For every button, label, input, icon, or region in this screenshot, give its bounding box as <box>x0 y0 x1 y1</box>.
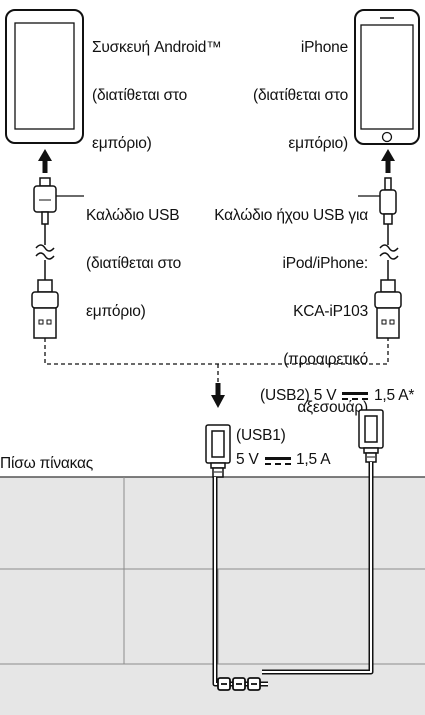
android-phone-icon <box>5 9 84 144</box>
arrow-up-icon <box>381 149 395 173</box>
usb-cable-line1: Καλώδιο USB <box>86 207 180 224</box>
android-device-label: Συσκευή Android™ (διατίθεται στο εμπόριο… <box>92 12 262 180</box>
usb-audio-line5: αξεσουάρ) <box>297 399 368 416</box>
usb-cable-line2: (διατίθεται στο <box>86 255 181 272</box>
usb-audio-line1: Καλώδιο ήχου USB για <box>214 207 368 224</box>
usb-cable-label: Καλώδιο USB (διατίθεται στο εμπόριο) <box>86 180 216 348</box>
iphone-device-label: iPhone (διατίθεται στο εμπόριο) <box>200 12 348 180</box>
connector-block-icon <box>217 677 261 691</box>
usb-a-connector-icon <box>374 279 402 339</box>
android-label-line2: (διατίθεται στο <box>92 87 187 104</box>
cable-break-icon <box>35 224 55 280</box>
dashed-bracket <box>44 338 389 383</box>
android-label-line1: Συσκευή Android™ <box>92 39 222 56</box>
usb-cable-line3: εμπόριο) <box>86 303 146 320</box>
usb1-volt-label: 5 V <box>236 451 259 468</box>
usb2-port-name: (USB2) 5 V <box>260 387 337 404</box>
iphone-icon <box>354 9 420 145</box>
iphone-label-line1: iPhone <box>300 39 348 56</box>
iphone-label-line3: εμπόριο) <box>288 135 348 152</box>
android-label-line3: εμπόριο) <box>92 135 152 152</box>
rear-panel-label: Πίσω πίνακας <box>0 455 94 472</box>
cable-break-icon <box>379 224 399 280</box>
usb2-port-icon <box>358 409 384 463</box>
micro-usb-connector-icon <box>33 177 57 225</box>
usb-audio-line4: (προαιρετικό <box>283 351 368 368</box>
usb-audio-cable-label: Καλώδιο ήχου USB για iPod/iPhone: KCA-iP… <box>190 180 368 444</box>
usb-audio-line3: KCA-iP103 <box>293 303 368 320</box>
dc-symbol-icon <box>265 457 291 465</box>
usb2-amp-label: 1,5 A* <box>374 387 415 404</box>
usb1-port-icon <box>205 424 231 478</box>
usb-audio-line2: iPod/iPhone: <box>282 255 369 272</box>
arrow-down-icon <box>211 383 225 408</box>
usb1-amp-label: 1,5 A <box>296 451 331 468</box>
usb-a-connector-icon <box>31 279 59 339</box>
lightning-connector-icon <box>379 177 397 225</box>
dc-symbol-icon <box>342 392 368 400</box>
usb1-port-name: (USB1) <box>236 427 286 444</box>
iphone-label-line2: (διατίθεται στο <box>253 87 348 104</box>
arrow-up-icon <box>38 149 52 173</box>
